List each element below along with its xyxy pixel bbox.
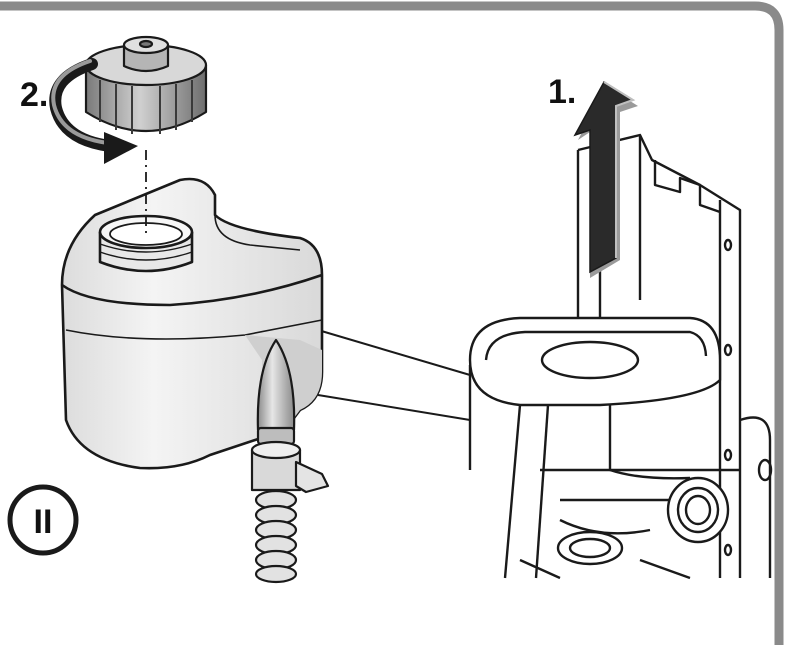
up-arrow-icon: [573, 80, 638, 278]
filler-cap-icon: [84, 35, 208, 134]
rotate-arrow-icon: [49, 58, 138, 164]
guide-lines: [317, 329, 471, 421]
step-badge: II: [7, 484, 79, 556]
badge-label: II: [34, 503, 53, 541]
step-1-label: 1.: [548, 73, 576, 111]
hose-icon: [250, 338, 330, 584]
step-2-label: 2.: [20, 76, 48, 114]
badge-circle: [7, 484, 79, 556]
machine-frame-icon: [468, 133, 773, 580]
